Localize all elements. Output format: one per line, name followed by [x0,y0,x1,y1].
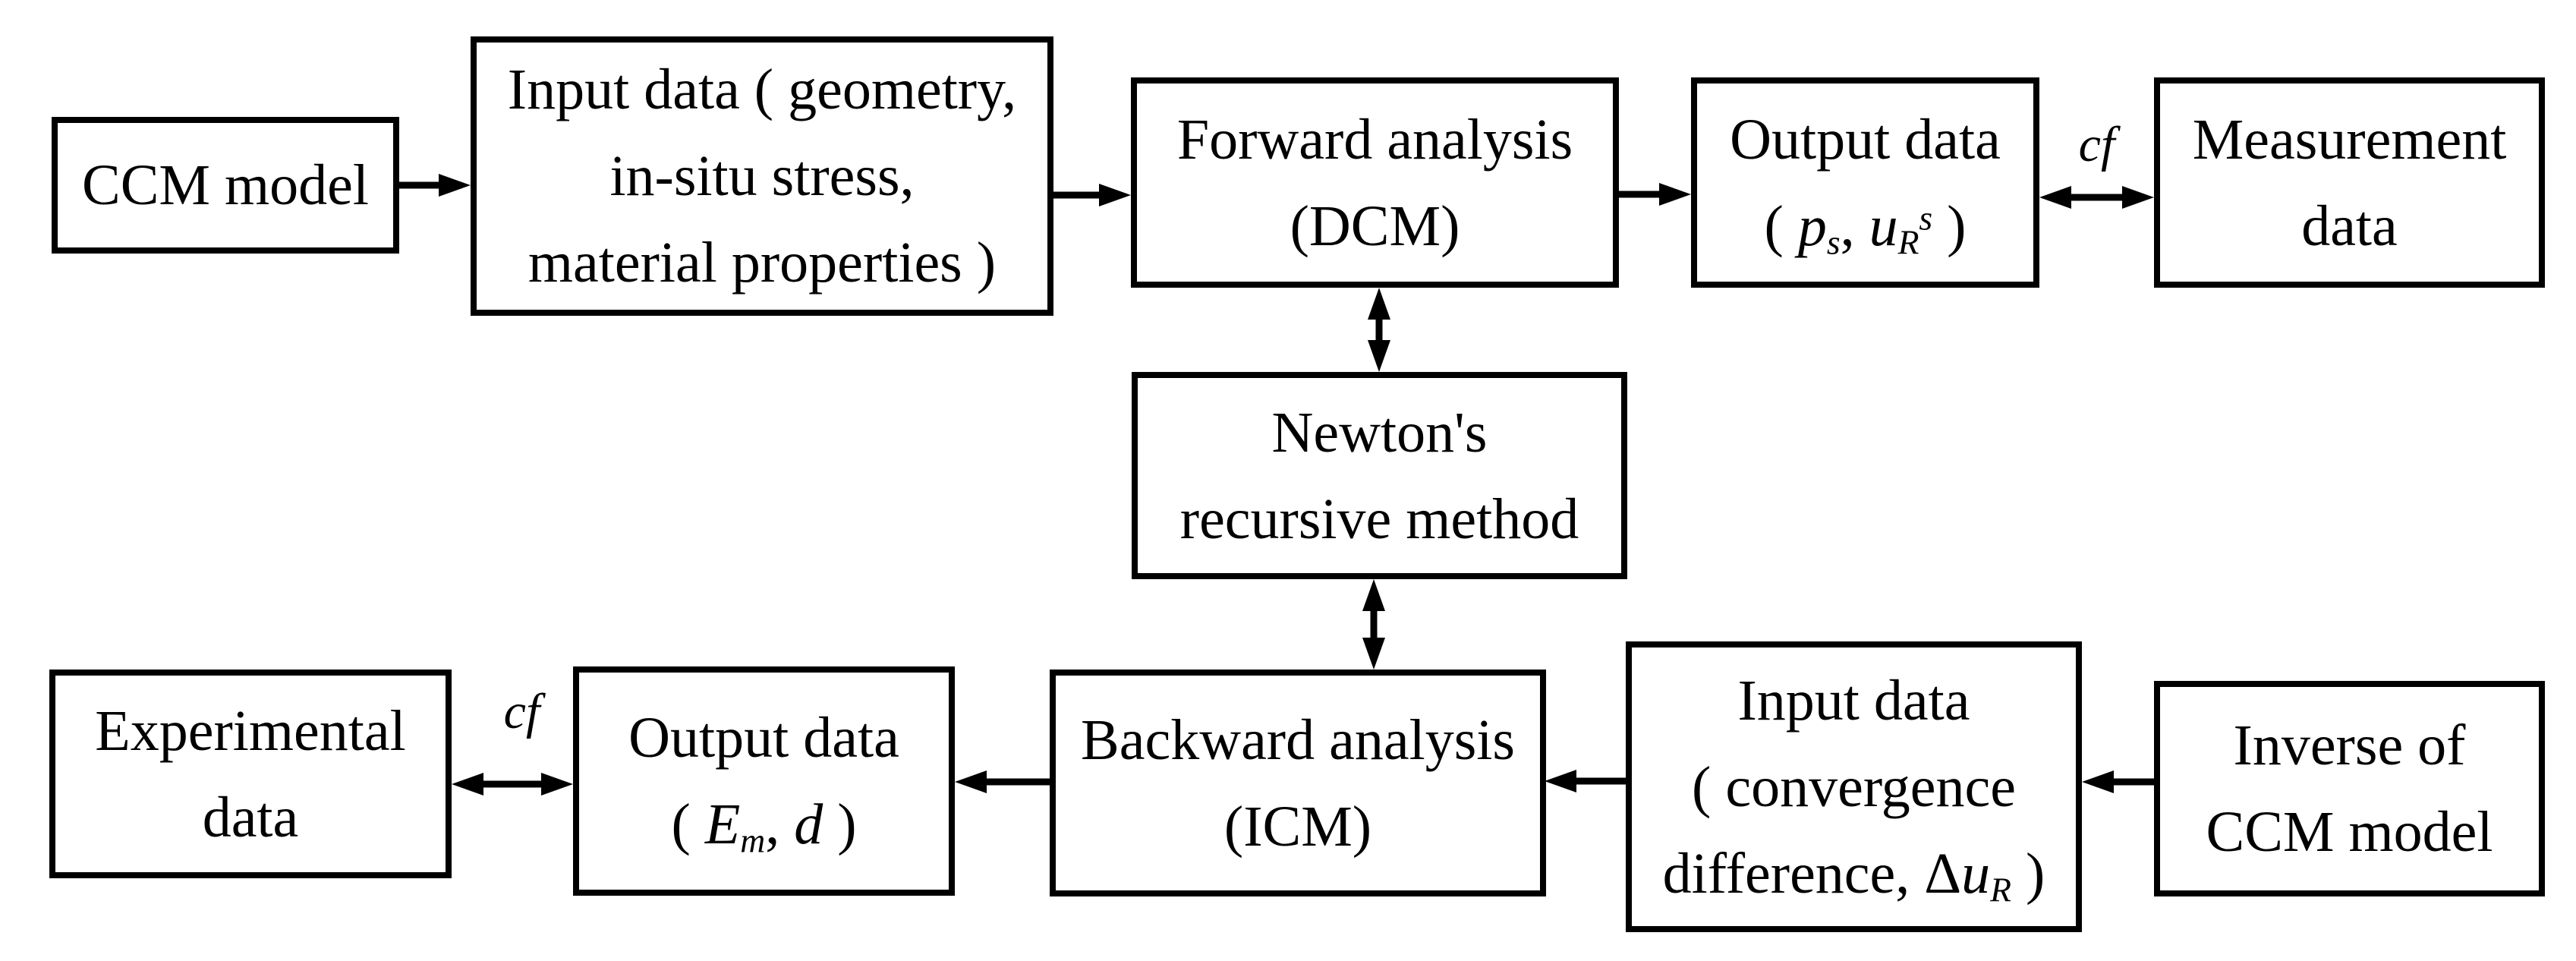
box-forward-analysis: Forward analysis (DCM) [1131,77,1619,288]
formula-sup-s: s [1919,197,1933,237]
formula-open-paren: ( [671,792,705,856]
cf-label-bottom: cf [503,684,540,739]
formula-sub-R: R [1897,222,1919,261]
arrow-head-left [2039,186,2071,209]
box-label-line: ( convergence [1692,755,2016,819]
box-label-line: Forward analysis [1176,107,1573,172]
formula-var-d: d [794,792,824,856]
arrow-head-right [439,174,471,197]
arrow-head-up [1368,288,1390,320]
box-inverse-ccm-model: Inverse of CCM model [2154,681,2545,896]
arrow-head-left [2082,770,2114,793]
box-label-line: data [202,785,299,849]
box-label-line: Backward analysis [1081,707,1515,772]
formula-sub-m: m [740,821,766,860]
box-label-line: in-situ stress, [609,144,915,208]
box-experimental-data: Experimental data [49,670,452,878]
box-label-line: (ICM) [1223,794,1372,859]
box-label-line: data [2301,194,2398,258]
box-measurement-data: Measurement data [2154,77,2545,288]
cf-label-top: cf [2078,117,2115,172]
box-label-line: (DCM) [1290,194,1460,258]
arrow-head-down [1368,340,1390,372]
formula-var-p: p [1797,194,1827,258]
formula-sub-s: s [1826,222,1841,261]
formula-comma: , [765,792,795,856]
formula-close-paren: ) [1932,194,1967,258]
box-label: CCM model [82,153,369,217]
formula-open-paren: ( [1764,194,1798,258]
formula-var-E: E [704,792,741,856]
arrow-forward-to-output-data [1619,183,1691,206]
formula-delta: Δ [1924,841,1962,906]
box-output-data-top: Output data ( ps, uRs ) [1691,77,2039,288]
box-backward-analysis: Backward analysis (ICM) [1050,670,1546,896]
formula-var-u: u [1961,841,1991,906]
box-label-line: recursive method [1179,487,1579,551]
box-label-line: Experimental [95,698,406,763]
arrow-inverse-to-input-data [2082,770,2154,793]
box-label-line: Measurement [2192,107,2507,172]
arrow-head-left [1545,770,1576,792]
formula-text: difference, [1662,841,1925,906]
box-label-line: Input data ( geometry, [507,58,1017,121]
formula-var-u: u [1869,194,1898,258]
box-input-data-bottom: Input data ( convergence difference, ΔuR… [1626,641,2082,932]
box-label-line: Newton's [1271,400,1488,465]
box-label-line: Inverse of [2233,714,2466,777]
arrow-input-data-to-backward [1545,770,1626,792]
box-formula: ( ps, uRs ) [1765,183,1967,269]
formula-comma: , [1840,194,1869,258]
double-arrow-output-measurement [2039,186,2154,209]
double-arrow-forward-newton [1368,288,1390,372]
box-newtons-recursive-method: Newton's recursive method [1132,372,1627,579]
box-formula: ( Em, d ) [672,781,857,868]
formula-sub-R: R [1990,869,2012,909]
box-label-line: Output data [1730,107,2001,172]
arrow-head-down [1362,638,1385,670]
box-formula: difference, ΔuR ) [1663,830,2045,917]
double-arrow-newton-backward [1362,579,1385,670]
box-input-data-top: Input data ( geometry, in-situ stress, m… [471,36,1053,316]
formula-close-paren: ) [2011,841,2045,906]
arrow-head-right [541,773,573,796]
arrow-head-right [1099,184,1131,206]
arrow-head-up [1362,579,1385,611]
arrow-head-right [2122,186,2154,209]
box-output-data-bottom: Output data ( Em, d ) [573,666,955,896]
arrow-head-right [1659,183,1691,206]
box-label-line: Input data [1737,668,1970,733]
arrow-input-data-to-forward [1053,184,1131,206]
box-label-line: material properties ) [527,231,997,295]
arrow-backward-to-output-data [955,770,1050,793]
formula-close-paren: ) [823,792,857,856]
arrow-ccm-to-input-data [399,174,471,197]
arrow-head-left [452,773,483,796]
double-arrow-output-experimental [452,773,573,796]
box-label-line: Output data [628,706,899,770]
box-ccm-model: CCM model [52,117,399,254]
arrow-head-left [955,770,987,793]
box-label-line: CCM model [2206,800,2493,864]
